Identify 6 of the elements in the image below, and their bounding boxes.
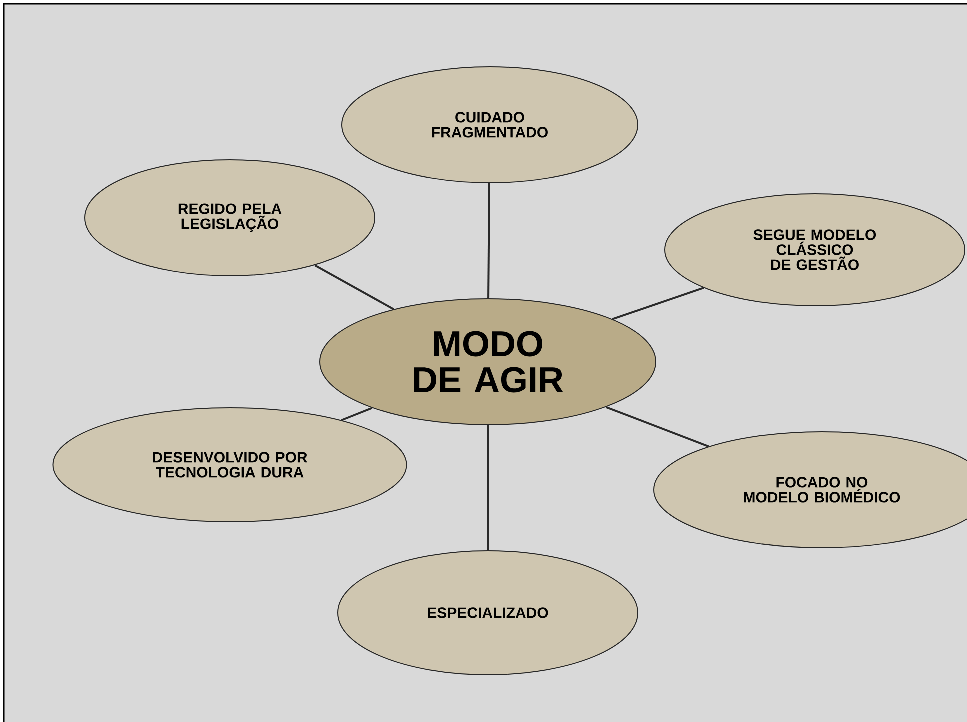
connector-line bbox=[314, 264, 394, 310]
connector-line bbox=[341, 407, 373, 422]
connector-line bbox=[606, 406, 710, 448]
connector-line bbox=[612, 287, 704, 320]
connector-line bbox=[488, 183, 491, 298]
connector-line bbox=[487, 426, 489, 550]
